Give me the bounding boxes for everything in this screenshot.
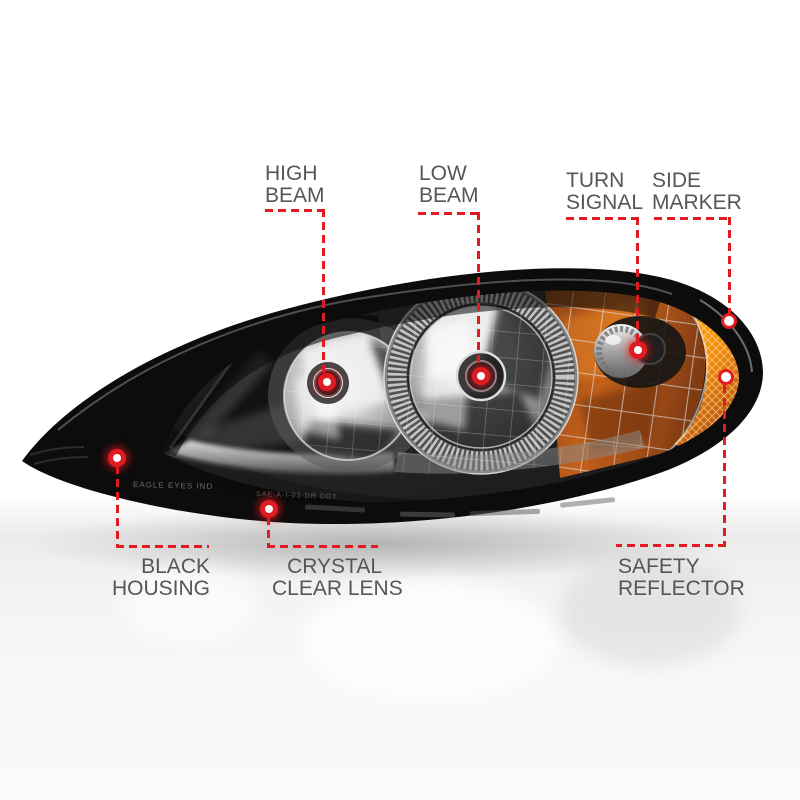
label-line: BEAM: [265, 183, 325, 207]
leader-high-beam-v: [322, 209, 325, 373]
label-line: TURN: [566, 169, 625, 192]
label-line: MARKER: [652, 190, 742, 214]
label-line: LOW: [419, 162, 467, 185]
crystal-lens-marker-dot: [260, 500, 278, 518]
label-line: HIGH: [265, 162, 318, 185]
callout-label-high-beam: HIGH BEAM: [265, 163, 325, 206]
leader-high-beam-h: [265, 209, 327, 212]
callout-label-turn-signal: TURN SIGNAL: [566, 170, 643, 213]
leader-turn-signal-h: [566, 217, 639, 220]
label-line: CRYSTAL: [287, 555, 382, 578]
rim-streaks: [304, 497, 615, 518]
leader-low-beam-h: [418, 212, 480, 215]
leader-safety-reflector-v: [723, 385, 726, 547]
leader-crystal-lens-h: [267, 545, 378, 548]
leader-turn-signal-v: [636, 217, 639, 342]
label-line: CLEAR LENS: [272, 576, 403, 600]
leader-black-housing-h: [116, 545, 209, 548]
turn-signal-marker-dot: [629, 341, 647, 359]
housing-stamp-left: EAGLE EYES IND: [133, 480, 213, 491]
leader-crystal-lens-v: [267, 517, 270, 548]
side-marker-marker-dot: [721, 313, 737, 329]
label-line: REFLECTOR: [618, 576, 745, 600]
label-line: SIGNAL: [566, 190, 644, 214]
safety-reflector-marker-dot: [718, 369, 734, 385]
callout-label-low-beam: LOW BEAM: [419, 163, 479, 206]
high-beam-marker-dot: [318, 373, 336, 391]
callout-label-crystal-clear-lens: CRYSTAL CLEAR LENS: [272, 555, 403, 600]
label-line: BEAM: [419, 183, 479, 207]
callout-label-black-housing: BLACK HOUSING: [110, 556, 210, 599]
lamp-reflection-ghost: [120, 565, 260, 645]
lamp-reflection-ghost: [560, 555, 740, 665]
low-beam-lamp: [383, 290, 579, 475]
housing-stamp-right: SAE-A-I-03-DR DOT: [256, 491, 338, 501]
leader-side-marker-v: [728, 217, 731, 313]
black-housing-marker-dot: [108, 449, 126, 467]
label-line: HOUSING: [111, 576, 210, 600]
callout-label-side-marker: SIDE MARKER: [652, 170, 742, 213]
leader-safety-reflector-h: [616, 544, 726, 547]
callout-label-safety-reflector: SAFETY REFLECTOR: [618, 556, 745, 599]
low-beam-marker-dot: [472, 367, 490, 385]
label-line: SAFETY: [618, 555, 700, 578]
label-line: BLACK: [141, 555, 210, 578]
label-line: SIDE: [652, 169, 702, 192]
leader-low-beam-v: [477, 212, 480, 368]
lamp-reflection-ghost: [300, 580, 560, 700]
leader-black-housing-v: [116, 466, 119, 548]
leader-side-marker-h: [654, 217, 731, 220]
